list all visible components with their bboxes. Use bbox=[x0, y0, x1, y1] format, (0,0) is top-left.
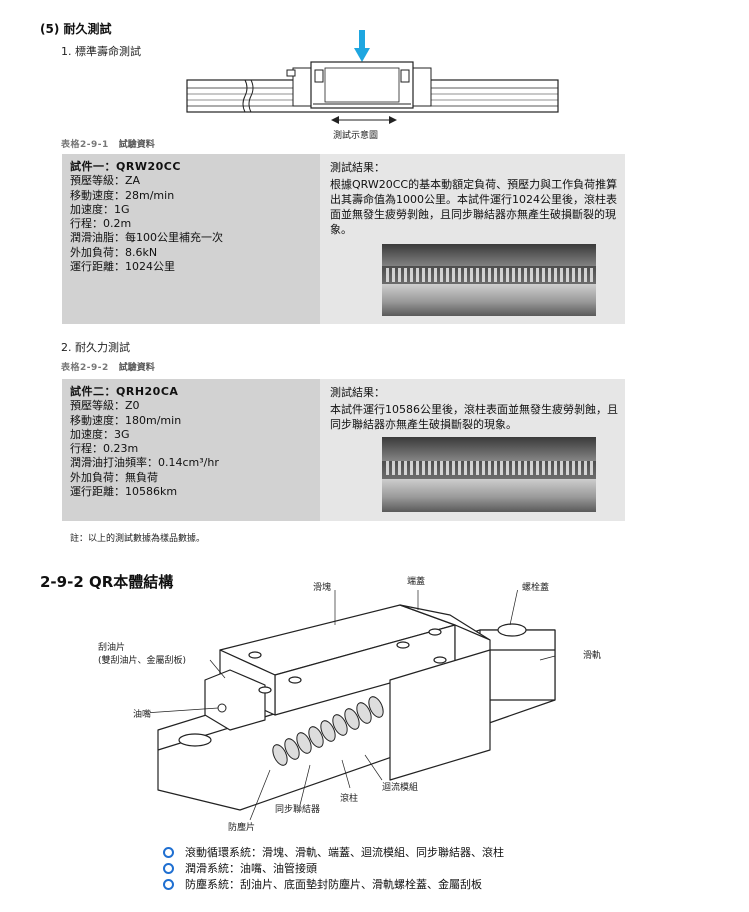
section-title: (5) 耐久測試 bbox=[40, 22, 112, 36]
footnote: 註：以上的測試數據為樣品數據。 bbox=[70, 534, 206, 544]
spec-line: 試件一：QRW20CC bbox=[70, 160, 181, 173]
structure-drawing bbox=[150, 590, 556, 821]
table2-label: 表格2-9-2 試驗資料 bbox=[61, 360, 155, 373]
bullet-icon bbox=[163, 879, 174, 890]
spec-line: 加速度：3G bbox=[70, 427, 130, 441]
spec-line: 行程：0.23m bbox=[70, 442, 139, 456]
spec-line: 加速度：1G bbox=[70, 202, 130, 216]
test1-spec: 試件一：QRW20CC 預壓等級：ZA 移動速度：28m/min 加速度：1G … bbox=[70, 160, 223, 274]
test1-result: 測試結果： 根據QRW20CC的基本動額定負荷、預壓力與工作負荷推算出其壽命值為… bbox=[330, 160, 618, 237]
roller-photo-2 bbox=[382, 437, 596, 512]
end-cap-body bbox=[389, 649, 491, 781]
spec-line: 運行距離：1024公里 bbox=[70, 260, 175, 274]
table1-label: 表格2-9-1 試驗資料 bbox=[61, 137, 155, 150]
block-illustration bbox=[286, 61, 432, 109]
bullet-icon bbox=[163, 847, 174, 858]
label-recirculation: 迴流模組 bbox=[382, 783, 419, 793]
label-bolt-cap: 螺栓蓋 bbox=[522, 583, 550, 593]
label-roller: 滾柱 bbox=[340, 794, 359, 804]
spec-line: 外加負荷：無負荷 bbox=[70, 470, 158, 484]
bullet-icon bbox=[163, 863, 174, 874]
structure-title: 2-9-2 QR本體結構 bbox=[40, 573, 174, 591]
label-grease-nipple: 油嘴 bbox=[133, 710, 152, 720]
spec-line: 外加負荷：8.6kN bbox=[70, 245, 158, 259]
test1-subtitle: 1. 標準壽命測試 bbox=[61, 45, 141, 58]
roller-chain bbox=[272, 696, 384, 766]
table2-number: 表格2-9-2 bbox=[61, 363, 109, 373]
spec-line: 預壓等級：ZA bbox=[70, 174, 141, 188]
test2-spec: 試件二：QRH20CA 預壓等級：Z0 移動速度：180m/min 加速度：3G… bbox=[70, 385, 219, 499]
spec-line: 移動速度：28m/min bbox=[70, 188, 175, 202]
result-heading: 測試結果： bbox=[330, 386, 385, 399]
result-heading: 測試結果： bbox=[330, 161, 385, 174]
rail-bolt-cap-icon bbox=[178, 733, 212, 747]
table2-title: 試驗資料 bbox=[118, 363, 155, 373]
spec-line: 試件二：QRH20CA bbox=[70, 385, 179, 398]
test2-subtitle: 2. 耐久力測試 bbox=[61, 341, 130, 354]
label-seal: 防塵片 bbox=[228, 823, 256, 833]
spec-line: 行程：0.2m bbox=[70, 217, 132, 231]
label-scraper: 刮油片 bbox=[98, 643, 126, 653]
test-diagram bbox=[186, 30, 559, 124]
test1-spec-panel bbox=[62, 154, 320, 324]
spec-line: 潤滑油打油頻率：0.14cm³/hr bbox=[70, 456, 219, 470]
spec-line: 潤滑油脂：每100公里補充一次 bbox=[70, 231, 223, 245]
stroke-arrow-icon bbox=[331, 116, 397, 124]
system-list: 滾動循環系統：滑塊、滑軌、端蓋、迴流模組、同步聯結器、滾柱 潤滑系統：油嘴、油管… bbox=[163, 845, 504, 893]
table1-title: 試驗資料 bbox=[118, 140, 155, 150]
list-item: 滾動循環系統：滑塊、滑軌、端蓋、迴流模組、同步聯結器、滾柱 bbox=[163, 845, 504, 861]
label-rail: 滑軌 bbox=[583, 651, 602, 661]
table1-number: 表格2-9-1 bbox=[61, 140, 109, 150]
label-end-cap: 端蓋 bbox=[407, 577, 426, 587]
result-text: 本試件運行10586公里後，滾柱表面並無發生疲勞剝蝕，且同步聯結器亦無產生破損斷… bbox=[330, 403, 618, 431]
list-item: 潤滑系統：油嘴、油管接頭 bbox=[163, 861, 504, 877]
list-item: 防塵系統：刮油片、底面墊封防塵片、滑軌螺栓蓋、金屬刮板 bbox=[163, 877, 504, 893]
grease-nipple-icon bbox=[217, 703, 227, 713]
load-arrow-icon bbox=[354, 30, 370, 62]
test2-spec-panel bbox=[62, 379, 320, 521]
test2-result: 測試結果： 本試件運行10586公里後，滾柱表面並無發生疲勞剝蝕，且同步聯結器亦… bbox=[330, 385, 618, 432]
result-text: 根據QRW20CC的基本動額定負荷、預壓力與工作負荷推算出其壽命值為1000公里… bbox=[330, 178, 618, 236]
diagram-caption: 測試示意圖 bbox=[333, 131, 379, 141]
bolt-cap-icon bbox=[497, 623, 527, 637]
spec-line: 運行距離：10586km bbox=[70, 485, 178, 499]
scraper-plate bbox=[204, 669, 266, 731]
roller-photo-1 bbox=[382, 244, 596, 316]
spec-line: 預壓等級：Z0 bbox=[70, 399, 140, 413]
spec-line: 移動速度：180m/min bbox=[70, 413, 182, 427]
label-scraper-sub: (雙刮油片、金屬刮板) bbox=[98, 656, 187, 666]
label-retainer: 同步聯結器 bbox=[275, 805, 321, 815]
label-block: 滑塊 bbox=[313, 583, 332, 593]
